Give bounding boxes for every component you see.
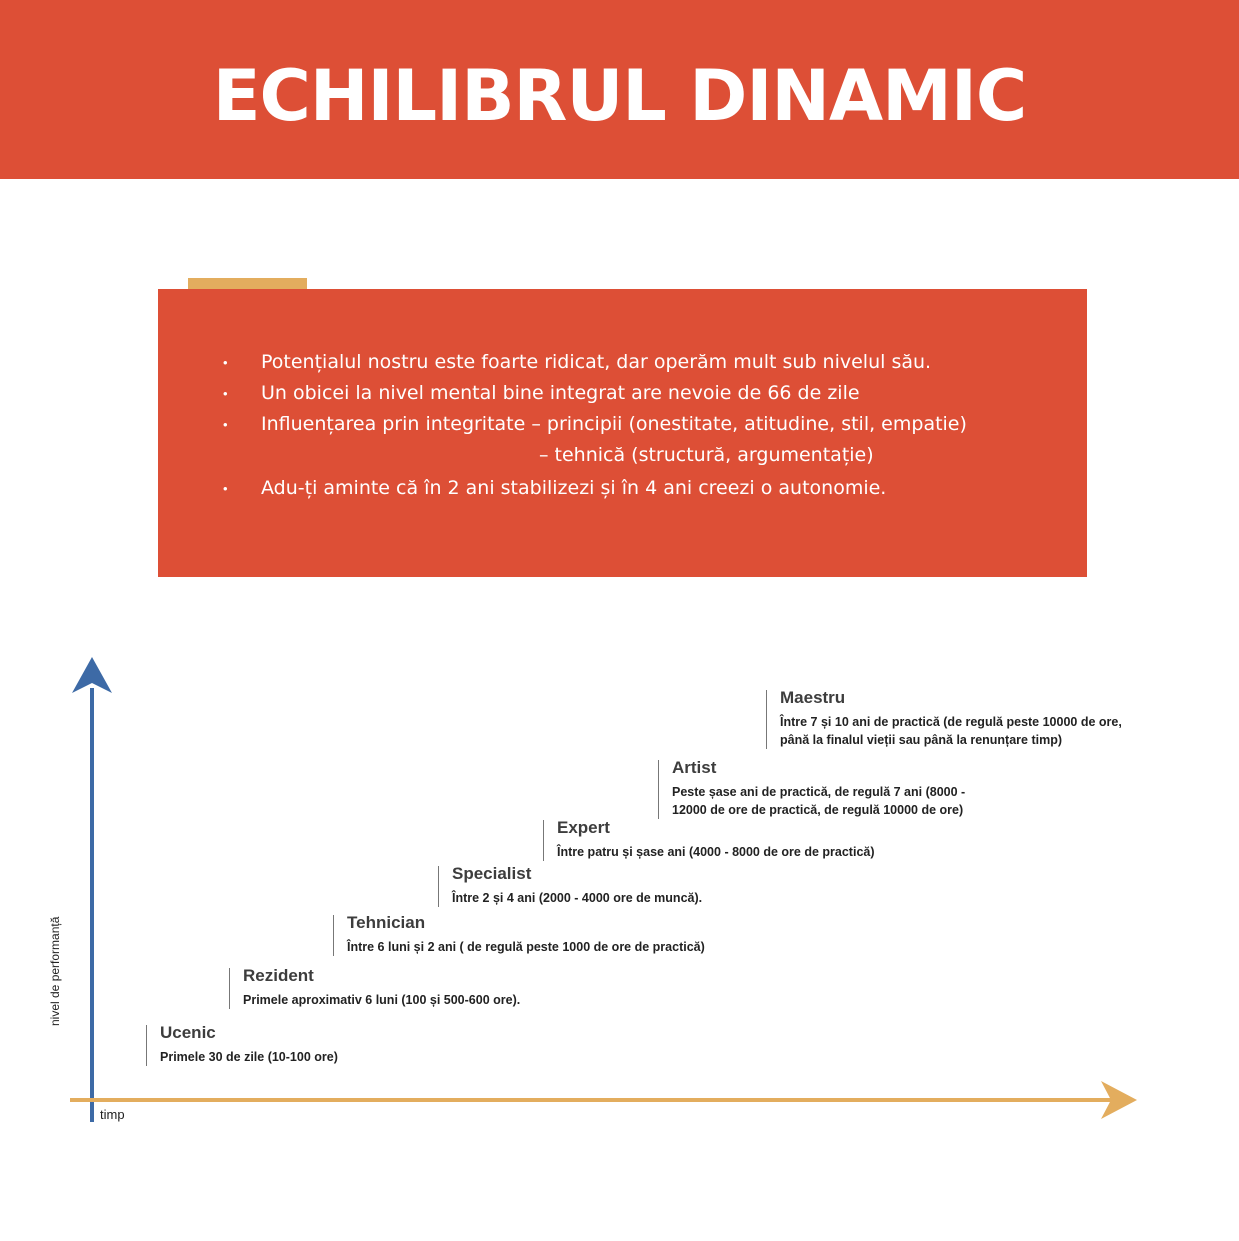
step-desc: până la finalul vieții sau până la renun… bbox=[780, 733, 1063, 747]
y-axis-label: nivel de performanță bbox=[48, 916, 62, 1026]
axes bbox=[70, 657, 1137, 1122]
bullet-list: • Potențialul nostru este foarte ridicat… bbox=[158, 289, 1087, 577]
performance-diagram: nivel de performanță timp Ucenic Primele… bbox=[0, 640, 1239, 1140]
step-rezident: Rezident Primele aproximativ 6 luni (100… bbox=[229, 966, 521, 1009]
step-desc: 12000 de ore de practică, de regulă 1000… bbox=[672, 803, 964, 817]
bullet-item-continuation: – tehnică (structură, argumentație) bbox=[539, 444, 874, 466]
step-name: Artist bbox=[672, 758, 717, 777]
step-name: Tehnician bbox=[347, 913, 426, 932]
step-name: Expert bbox=[557, 818, 610, 837]
bullet-item: Un obicei la nivel mental bine integrat … bbox=[261, 382, 860, 404]
step-specialist: Specialist Între 2 și 4 ani (2000 - 4000… bbox=[438, 864, 703, 907]
step-desc: Între 2 și 4 ani (2000 - 4000 ore de mun… bbox=[452, 891, 703, 905]
step-artist: Artist Peste șase ani de practică, de re… bbox=[658, 758, 966, 819]
bullet-item: Adu-ți aminte că în 2 ani stabilizezi și… bbox=[261, 477, 887, 499]
bullet-item: Influențarea prin integritate – principi… bbox=[261, 413, 967, 435]
bullet-item: Potențialul nostru este foarte ridicat, … bbox=[261, 351, 932, 373]
step-name: Ucenic bbox=[160, 1023, 216, 1042]
step-desc: Între 6 luni și 2 ani ( de regulă peste … bbox=[347, 940, 705, 954]
bullet-dot-icon: • bbox=[223, 417, 228, 432]
info-card: • Potențialul nostru este foarte ridicat… bbox=[158, 289, 1087, 577]
step-expert: Expert Între patru și șase ani (4000 - 8… bbox=[543, 818, 875, 861]
bullet-dot-icon: • bbox=[223, 355, 228, 370]
step-desc: Între patru și șase ani (4000 - 8000 de … bbox=[557, 845, 875, 859]
header-banner: ECHILIBRUL DINAMIC bbox=[0, 0, 1239, 179]
step-desc: Primele aproximativ 6 luni (100 și 500-6… bbox=[243, 993, 521, 1007]
page-title: ECHILIBRUL DINAMIC bbox=[212, 55, 1028, 137]
step-name: Rezident bbox=[243, 966, 314, 985]
x-axis-label: timp bbox=[100, 1107, 125, 1122]
step-desc: Între 7 și 10 ani de practică (de regulă… bbox=[780, 715, 1122, 729]
bullet-dot-icon: • bbox=[223, 386, 228, 401]
step-maestru: Maestru Între 7 și 10 ani de practică (d… bbox=[766, 688, 1122, 749]
step-desc: Peste șase ani de practică, de regulă 7 … bbox=[672, 785, 966, 799]
y-axis-arrow-icon bbox=[72, 657, 112, 693]
step-name: Maestru bbox=[780, 688, 846, 707]
step-desc: Primele 30 de zile (10-100 ore) bbox=[160, 1050, 338, 1064]
x-axis-arrow-icon bbox=[1101, 1081, 1137, 1119]
step-tehnician: Tehnician Între 6 luni și 2 ani ( de reg… bbox=[333, 913, 705, 956]
bullet-dot-icon: • bbox=[223, 481, 228, 496]
step-ucenic: Ucenic Primele 30 de zile (10-100 ore) bbox=[146, 1023, 338, 1066]
step-name: Specialist bbox=[452, 864, 532, 883]
